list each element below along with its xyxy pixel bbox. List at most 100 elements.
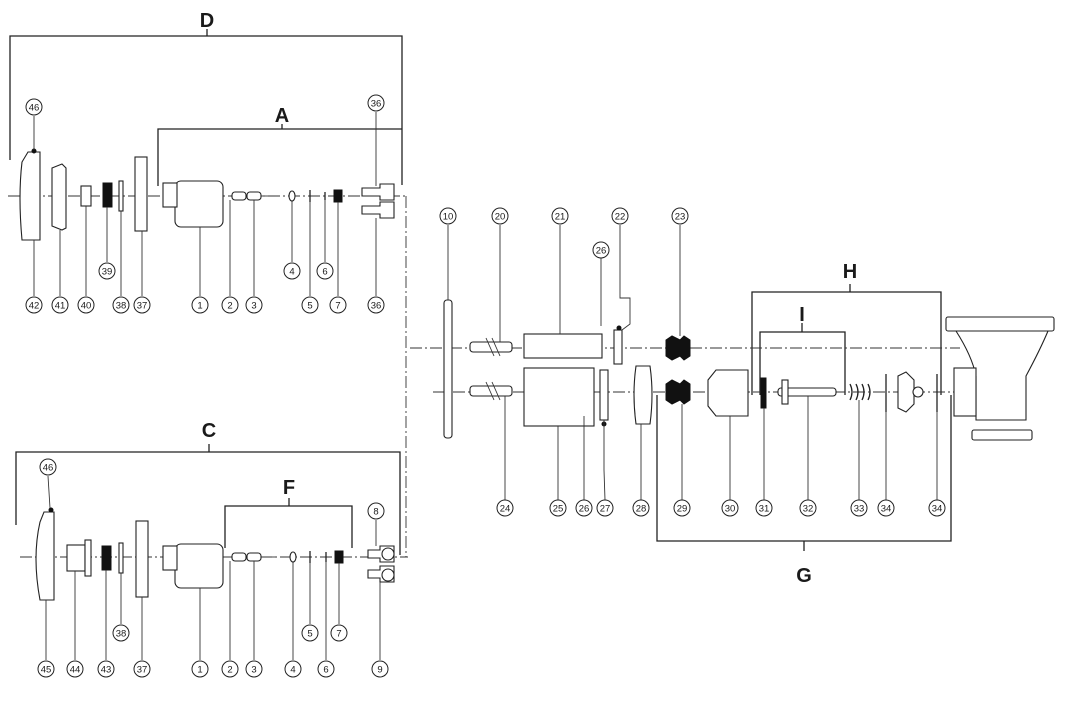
callout-46-bottom: 46: [43, 463, 54, 474]
part-diaphragm: [897, 371, 915, 413]
part-2: [231, 191, 247, 201]
group-label-i: I: [799, 304, 805, 326]
callout-2-top: 2: [227, 301, 232, 312]
callout-41: 41: [55, 301, 66, 312]
part-44: [66, 544, 86, 572]
callout-43: 43: [101, 665, 112, 676]
callout-30: 30: [725, 504, 736, 515]
callout-24: 24: [500, 504, 511, 515]
callout-23: 23: [675, 212, 686, 223]
part-27-pin: [599, 369, 609, 421]
group-label-f: F: [283, 477, 295, 499]
callout-10: 10: [443, 212, 454, 223]
callout-34-b: 34: [932, 504, 943, 515]
callout-29: 29: [677, 504, 688, 515]
callout-27: 27: [600, 504, 611, 515]
bracket-a: [157, 128, 402, 186]
part-33-spring: [849, 383, 871, 401]
callout-40: 40: [81, 301, 92, 312]
callout-42: 42: [29, 301, 40, 312]
callout-5-bottom: 5: [307, 629, 312, 640]
part-42-cover: [19, 151, 41, 241]
part-37-plate: [134, 156, 148, 232]
group-label-a: A: [275, 105, 289, 127]
callout-31: 31: [759, 504, 770, 515]
callout-34-a: 34: [881, 504, 892, 515]
part-23-fitting: [665, 335, 691, 361]
callout-26-upper: 26: [596, 246, 607, 257]
part-43-coil: [101, 545, 112, 571]
part-41-cap: [51, 163, 67, 231]
callout-44: 44: [70, 665, 81, 676]
callout-38-top: 38: [116, 301, 127, 312]
callout-46-top: 46: [29, 103, 40, 114]
part-4: [288, 190, 296, 202]
bracket-h: [751, 291, 942, 395]
callout-7-top: 7: [335, 301, 340, 312]
part-7b-spring: [334, 550, 344, 564]
part-36-fitting-a: [361, 183, 395, 201]
group-label-d: D: [200, 10, 214, 32]
callout-3-bottom: 3: [251, 665, 256, 676]
bracket-i: [759, 331, 846, 395]
part-32-stem: [777, 387, 837, 397]
part-10-gasket: [443, 299, 453, 439]
bracket-d: [9, 35, 403, 185]
callouts-bottom: 46 45 44 43 38 37 1 2 3 4 5 6 7 8 9: [37, 458, 389, 678]
bracket-g: [656, 395, 952, 542]
part-housing-flange-bottom: [971, 429, 1033, 441]
group-label-g: G: [796, 565, 812, 587]
part-2b: [231, 552, 247, 562]
callout-1-bottom: 1: [197, 665, 202, 676]
part-24-shaft: [469, 385, 513, 397]
part-3: [246, 191, 262, 201]
callout-32: 32: [803, 504, 814, 515]
part-1-body: [174, 180, 224, 228]
part-38-washer: [118, 180, 124, 212]
part-housing: [954, 330, 1049, 421]
callout-33: 33: [854, 504, 865, 515]
callout-2-bottom: 2: [227, 665, 232, 676]
part-housing-flange-top: [945, 316, 1055, 332]
callout-26-lower: 26: [579, 504, 590, 515]
callout-21: 21: [555, 212, 566, 223]
callout-38-bottom: 38: [116, 629, 127, 640]
callout-28: 28: [636, 504, 647, 515]
callout-8: 8: [373, 507, 378, 518]
callout-7-bottom: 7: [336, 629, 341, 640]
group-label-c: C: [202, 420, 216, 442]
callout-3-top: 3: [251, 301, 256, 312]
callout-20: 20: [495, 212, 506, 223]
callout-36-upper: 36: [371, 99, 382, 110]
part-21-cylinder: [523, 333, 603, 359]
part-25-cylinder: [523, 367, 595, 427]
callouts-top: 46 42 41 40 39 38 37 1 2 3 4 5 6 7 36 36: [25, 94, 385, 314]
part-39-coil: [102, 182, 113, 208]
callout-5-top: 5: [307, 301, 312, 312]
part-3b: [246, 552, 262, 562]
callout-25: 25: [553, 504, 564, 515]
part-1b-body: [174, 543, 224, 589]
part-28-plate: [633, 365, 653, 425]
bracket-c: [15, 451, 401, 555]
part-38b: [118, 542, 124, 574]
callout-39: 39: [102, 267, 113, 278]
part-30-cup: [707, 369, 749, 417]
part-housing-inlet: [953, 367, 977, 417]
callout-4-top: 4: [289, 267, 294, 278]
part-36-fitting-b: [361, 201, 395, 219]
callout-37-top: 37: [137, 301, 148, 312]
part-31-seal: [760, 377, 767, 409]
part-45-cover: [35, 511, 55, 601]
callout-36-lower: 36: [371, 301, 382, 312]
callout-6-bottom: 6: [323, 665, 328, 676]
callouts-right: 10 20 21 22 26 23 24 25 26 27 28 29 30 3…: [439, 207, 946, 517]
part-29-fitting: [665, 379, 691, 405]
callout-22: 22: [615, 212, 626, 223]
part-40-nut: [80, 185, 92, 207]
part-37b-plate: [135, 520, 149, 598]
part-7-spring: [333, 189, 343, 203]
callout-6-top: 6: [322, 267, 327, 278]
part-22-pin: [613, 329, 623, 365]
